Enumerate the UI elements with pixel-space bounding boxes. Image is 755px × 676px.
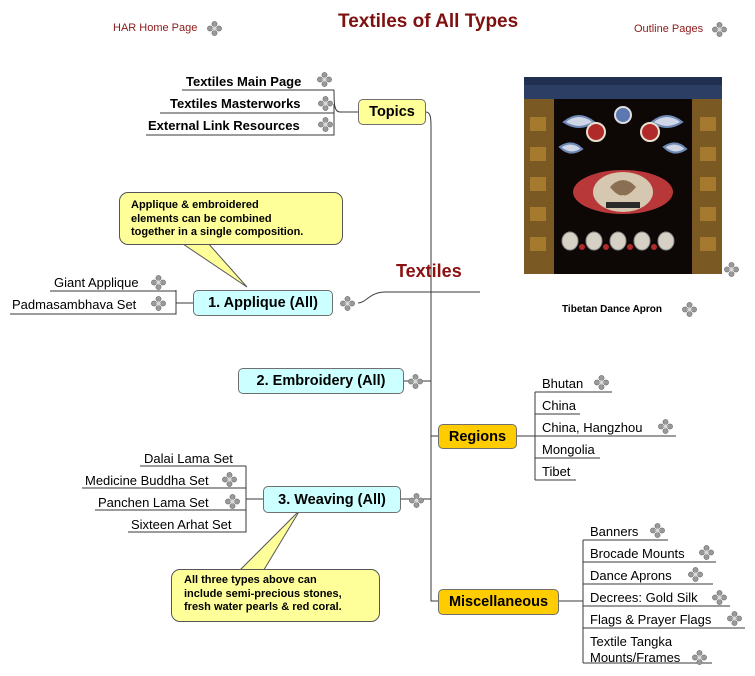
weaving-item-panchen-lama[interactable]: Panchen Lama Set [98, 495, 209, 510]
har-home-link[interactable]: HAR Home Page [113, 22, 198, 34]
weaving-item-sixteen-arhat[interactable]: Sixteen Arhat Set [131, 517, 232, 532]
applique-callout [119, 192, 343, 245]
misc-tangka-link-cross-icon[interactable] [692, 650, 707, 665]
misc-banners-link-cross-icon[interactable] [650, 523, 665, 538]
misc-item-dance-aprons[interactable]: Dance Aprons [590, 568, 672, 583]
misc-item-brocade-mounts[interactable]: Brocade Mounts [590, 546, 685, 561]
region-item-tibet[interactable]: Tibet [542, 464, 571, 479]
topics-node[interactable]: Topics [358, 99, 426, 125]
weaving-callout [171, 569, 380, 622]
topic-masterworks-link-cross-icon[interactable] [318, 96, 333, 111]
weaving-item-medicine-buddha[interactable]: Medicine Buddha Set [85, 473, 209, 488]
regions-node[interactable]: Regions [438, 424, 517, 449]
applique-node-link-cross-icon[interactable] [340, 296, 355, 311]
weaving-item-dalai-lama[interactable]: Dalai Lama Set [144, 451, 233, 466]
image-caption: Tibetan Dance Apron [562, 304, 663, 315]
weaving-panchen-link-cross-icon[interactable] [225, 494, 240, 509]
har-home-link-cross-icon[interactable] [207, 21, 222, 36]
applique-giant-link-cross-icon[interactable] [151, 275, 166, 290]
misc-flags-link-cross-icon[interactable] [727, 611, 742, 626]
applique-item-padmasambhava[interactable]: Padmasambhava Set [12, 297, 137, 312]
weaving-medicine-link-cross-icon[interactable] [222, 472, 237, 487]
misc-decrees-link-cross-icon[interactable] [712, 590, 727, 605]
misc-item-decrees-gold-silk[interactable]: Decrees: Gold Silk [590, 590, 698, 605]
topic-external-link-cross-icon[interactable] [318, 117, 333, 132]
region-bhutan-link-cross-icon[interactable] [594, 375, 609, 390]
topic-item-main-page[interactable]: Textiles Main Page [186, 74, 302, 89]
applique-callout-text: Applique & embroidered elements can be c… [131, 199, 304, 238]
region-item-china[interactable]: China [542, 398, 576, 413]
outline-pages-link-cross-icon[interactable] [712, 22, 727, 37]
region-item-mongolia[interactable]: Mongolia [542, 442, 595, 457]
applique-item-giant[interactable]: Giant Applique [54, 275, 139, 290]
topic-item-masterworks[interactable]: Textiles Masterworks [170, 96, 301, 111]
region-hangzhou-link-cross-icon[interactable] [658, 419, 673, 434]
region-item-china-hangzhou[interactable]: China, Hangzhou [542, 420, 643, 435]
misc-item-banners[interactable]: Banners [590, 524, 639, 539]
miscellaneous-node[interactable]: Miscellaneous [438, 589, 559, 615]
topic-main-page-link-cross-icon[interactable] [317, 72, 332, 87]
embroidery-node[interactable]: 2. Embroidery (All) [238, 368, 404, 394]
tibetan-dance-apron-image[interactable] [524, 77, 722, 274]
region-item-bhutan[interactable]: Bhutan [542, 376, 584, 391]
page-title: Textiles of All Types [338, 11, 519, 32]
image-caption-link-cross-icon[interactable] [682, 302, 697, 317]
misc-brocade-link-cross-icon[interactable] [699, 545, 714, 560]
misc-item-flags-prayer-flags[interactable]: Flags & Prayer Flags [590, 612, 712, 627]
applique-padmasambhava-link-cross-icon[interactable] [151, 296, 166, 311]
central-node-textiles[interactable]: Textiles [396, 261, 462, 281]
topic-item-external-resources[interactable]: External Link Resources [148, 118, 300, 133]
image-link-cross-icon[interactable] [724, 262, 739, 277]
applique-node[interactable]: 1. Applique (All) [193, 290, 333, 316]
outline-pages-link[interactable]: Outline Pages [634, 23, 704, 35]
weaving-callout-text: All three types above can include semi-p… [184, 574, 342, 613]
weaving-node-link-cross-icon[interactable] [409, 493, 424, 508]
embroidery-node-link-cross-icon[interactable] [408, 374, 423, 389]
weaving-node[interactable]: 3. Weaving (All) [263, 486, 401, 513]
misc-item-textile-tangka-mounts[interactable]: Textile Tangka Mounts/Frames [590, 634, 681, 665]
misc-dance-aprons-link-cross-icon[interactable] [688, 567, 703, 582]
